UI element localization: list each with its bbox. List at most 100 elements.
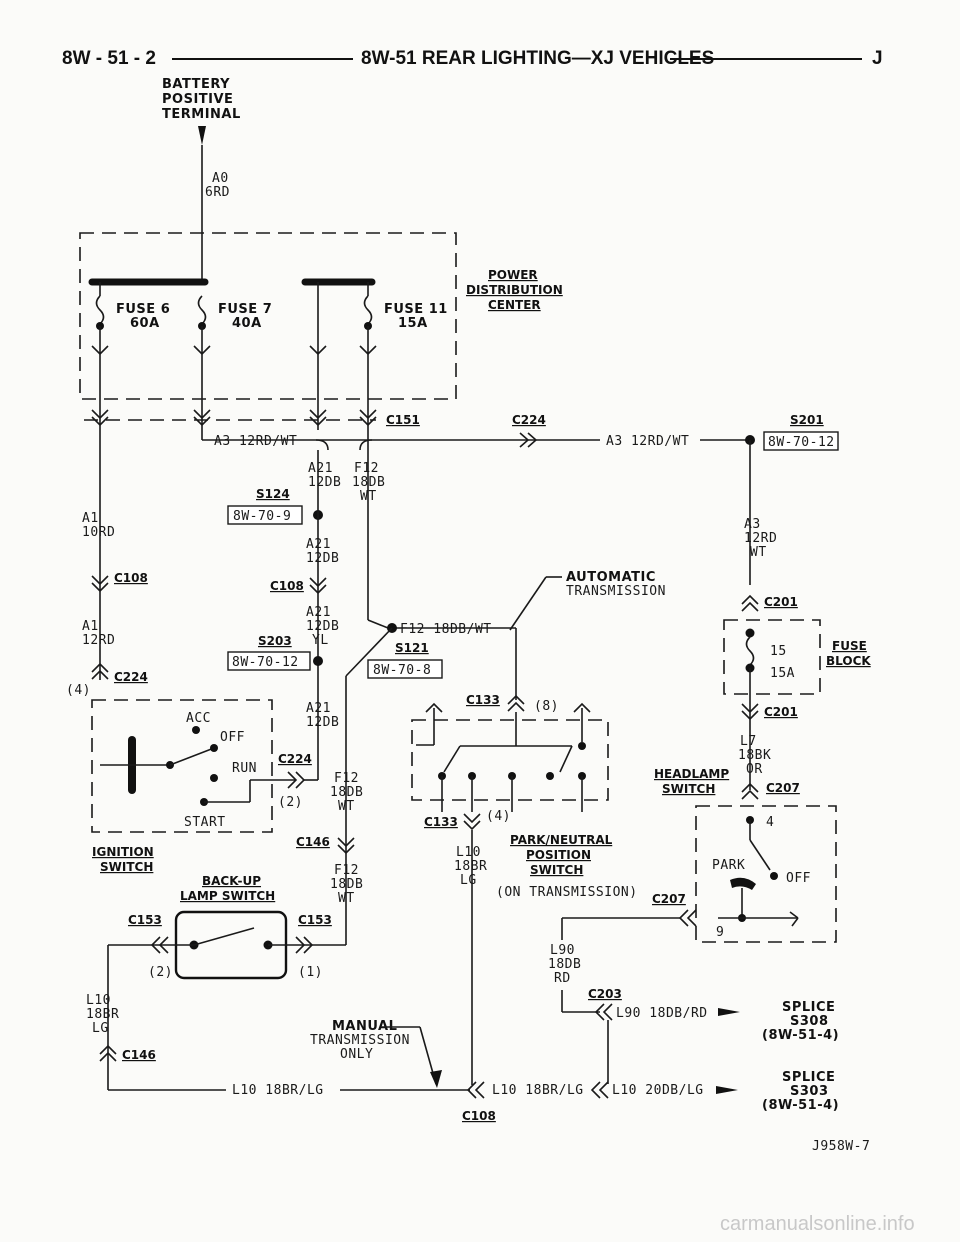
- header-title: 8W-51 REAR LIGHTING—XJ VEHICLES: [361, 48, 714, 69]
- wire-l7-3: OR: [746, 762, 763, 777]
- wire-l90-b-label: L90 18DB/RD: [616, 1006, 708, 1021]
- wire-l10-b-3: LG: [460, 873, 477, 888]
- c207a-pin: [741, 782, 759, 800]
- s124-label: S124: [256, 487, 290, 501]
- fuse-block-title-2: BLOCK: [826, 654, 871, 668]
- pns-title-3: SWITCH: [530, 863, 583, 877]
- headlamp-blade: [749, 839, 771, 871]
- c108b-label: C108: [270, 579, 304, 593]
- headlamp-outline: [695, 805, 837, 943]
- c224c-label: C224: [278, 752, 312, 766]
- ref-box-4[interactable]: [367, 659, 443, 679]
- wire-f12-a-3: WT: [360, 489, 377, 504]
- pns-pin8: (8): [534, 699, 559, 714]
- wire-l90-3: RD: [554, 971, 571, 986]
- c224b-label: C224: [114, 670, 148, 684]
- wire-a21-d-1: A21: [306, 701, 331, 716]
- ignition-pin2: (2): [278, 795, 303, 810]
- c108a-pin: [91, 575, 109, 593]
- ignition-run-contact: [210, 774, 218, 782]
- ref-box-1-text[interactable]: 8W-70-12: [768, 435, 835, 450]
- manual-arrow: [430, 1070, 442, 1088]
- wire-a21-b-1: A21: [306, 537, 331, 552]
- wire-a3-label-right: A3 12RD/WT: [606, 434, 689, 449]
- wire-l10-a-1: L10: [86, 993, 111, 1008]
- ignition-start: START: [184, 815, 226, 830]
- wire-a3-b-3: WT: [750, 545, 767, 560]
- s121-label: S121: [395, 641, 429, 655]
- wire-crossovers: [315, 439, 373, 451]
- figure-id: J958W-7: [812, 1139, 870, 1154]
- battery-label-3: TERMINAL: [162, 107, 241, 122]
- wire-l10-e-label: L10 20DB/LG: [612, 1083, 704, 1098]
- pns-pin4: (4): [486, 809, 511, 824]
- fuse7-label: FUSE 7: [218, 302, 272, 317]
- wire-f12-c-3: WT: [338, 799, 355, 814]
- wire-a3-b-1: A3: [744, 517, 761, 532]
- ref-box-3[interactable]: [227, 651, 311, 671]
- c133b-pin: [463, 813, 481, 831]
- wire-a21-c-1: A21: [306, 605, 331, 620]
- pns-blade-2: [559, 745, 573, 773]
- header-section-letter: J: [872, 48, 883, 69]
- pns-title-2: POSITION: [526, 848, 591, 862]
- c146b-pin: [99, 1044, 117, 1062]
- ignition-acc-contact: [192, 726, 200, 734]
- fuse11-label: FUSE 11: [384, 302, 448, 317]
- ignition-title-1: IGNITION: [92, 845, 154, 859]
- ignition-off-contact: [210, 744, 218, 752]
- s201-label: S201: [790, 413, 824, 427]
- wire-a21-c-2: 12DB: [306, 619, 339, 634]
- c108c-pin: [466, 1081, 485, 1099]
- c146a-pin: [337, 837, 355, 855]
- s308-2: S308: [790, 1014, 829, 1029]
- c151-label: C151: [386, 413, 420, 427]
- c151-pin-a3: [193, 409, 211, 427]
- headlamp-off: OFF: [786, 871, 811, 886]
- pns-blade-1: [443, 745, 461, 773]
- headlamp-title-1: HEADLAMP: [654, 767, 729, 781]
- wire-l10-d-label: L10 18BR/LG: [492, 1083, 584, 1098]
- battery-label-2: POSITIVE: [162, 92, 233, 107]
- wire-l7-2: 18BK: [738, 748, 771, 763]
- c146b-label: C146: [122, 1048, 156, 1062]
- wire-f12-c-2: 18DB: [330, 785, 363, 800]
- fuse-block-outline: [723, 619, 821, 695]
- c153b-label: C153: [298, 913, 332, 927]
- ref-box-3-text[interactable]: 8W-70-12: [232, 655, 299, 670]
- ref-box-2[interactable]: [227, 505, 303, 525]
- headlamp-pin9: 9: [716, 925, 724, 940]
- s308-1: SPLICE: [782, 1000, 835, 1015]
- battery-label-1: BATTERY: [162, 77, 230, 92]
- pdc-title-2: DISTRIBUTION: [466, 283, 563, 297]
- wire-a21-a-1: A21: [308, 461, 333, 476]
- c153a-pin: [150, 936, 169, 954]
- ignition-off: OFF: [220, 730, 245, 745]
- c201a-pin: [741, 594, 759, 612]
- ref-box-4-text[interactable]: 8W-70-8: [373, 663, 431, 678]
- fuse6-rating: 60A: [130, 316, 160, 331]
- wire-a21-b-2: 12DB: [306, 551, 339, 566]
- c151-pin-a21: [309, 409, 327, 427]
- wire-f12-d-3: WT: [338, 891, 355, 906]
- header-page-number: 8W - 51 - 2: [62, 48, 156, 69]
- pns-title-1: PARK/NEUTRAL: [510, 833, 613, 847]
- s303-arrow: [716, 1086, 738, 1094]
- c133a-pin: [507, 694, 525, 712]
- wire-a0-label-1: A0: [212, 171, 229, 186]
- fuse11-element: [363, 295, 373, 325]
- wire-a3-label-left: A3 12RD/WT: [214, 434, 297, 449]
- pdc-outline: [79, 232, 457, 400]
- s303-3: (8W-51-4): [762, 1098, 839, 1113]
- wire-a1-a-2: 10RD: [82, 525, 115, 540]
- headlamp-off-contact: [770, 872, 778, 880]
- wire-l10-a-2: 18BR: [86, 1007, 119, 1022]
- fuse-block-title-1: FUSE: [832, 639, 867, 653]
- headlamp-park-contact: [730, 877, 756, 890]
- ref-box-2-text[interactable]: 8W-70-9: [233, 509, 291, 524]
- wire-l10-a-3: LG: [92, 1021, 109, 1036]
- ref-box-1[interactable]: [763, 431, 839, 451]
- ignition-pin4: (4): [66, 683, 91, 698]
- wire-f12-bend: [367, 619, 389, 629]
